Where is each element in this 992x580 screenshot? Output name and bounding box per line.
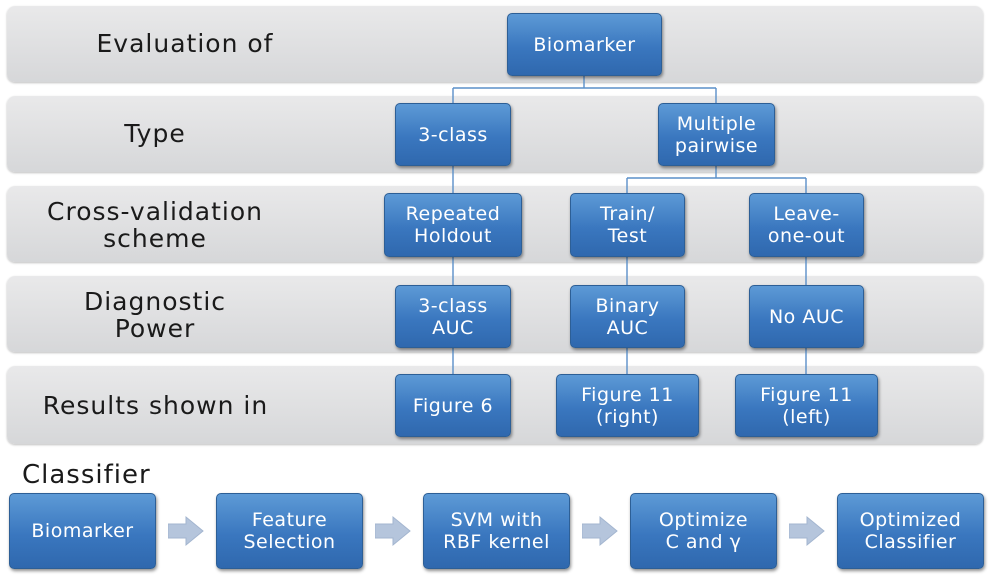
row-label-results-shown-in: Results shown in (42, 391, 269, 420)
node-binary-auc-line1: Binary (595, 294, 660, 317)
node-repeated-holdout: Repeated Holdout (384, 193, 522, 257)
node-multiple-pairwise-line2: pairwise (674, 134, 759, 157)
node-figure-11-right: Figure 11 (right) (556, 374, 699, 437)
node-multiple-pairwise: Multiple pairwise (658, 103, 775, 166)
pipeline-step-optimized-classifier-line2: Classifier (864, 531, 957, 553)
node-3-class-text: 3-class (418, 123, 488, 146)
pipeline-step-optimize-line2: C and γ (665, 531, 742, 553)
row-label-evaluation-of: Evaluation of (96, 29, 274, 58)
node-no-auc-text: No AUC (768, 305, 845, 328)
node-train-test-line2: Test (607, 225, 648, 247)
pipeline-step-feature-selection-line2: Selection (243, 531, 336, 553)
node-biomarker: Biomarker (507, 13, 662, 76)
node-binary-auc: Binary AUC (570, 285, 685, 348)
node-figure-6: Figure 6 (395, 374, 511, 437)
pipeline-step-biomarker: Biomarker (9, 493, 156, 569)
node-repeated-holdout-line1: Repeated (405, 203, 501, 225)
pipeline-step-optimize-line1: Optimize (658, 509, 749, 531)
arrow-right-icon (168, 515, 204, 547)
arrow-right-icon (582, 515, 618, 547)
classifier-title: Classifier (22, 460, 151, 490)
node-figure-11-left-line2: (left) (782, 405, 831, 428)
node-3-class-auc: 3-class AUC (395, 285, 511, 348)
row-label-cross-validation-line1: Cross-validation (47, 197, 263, 226)
node-3-class-auc-line2: AUC (432, 316, 474, 339)
node-repeated-holdout-line2: Holdout (414, 225, 492, 247)
node-figure-11-right-line1: Figure 11 (581, 383, 674, 406)
node-3-class: 3-class (395, 103, 511, 166)
arrow-right-icon (789, 515, 825, 547)
node-3-class-auc-line1: 3-class (418, 294, 488, 317)
node-train-test-line1: Train/ (600, 203, 655, 225)
node-multiple-pairwise-line1: Multiple (676, 112, 757, 135)
pipeline-step-feature-selection-line1: Feature (251, 509, 328, 531)
node-no-auc: No AUC (749, 285, 864, 348)
pipeline-step-svm: SVM with RBF kernel (423, 493, 570, 569)
pipeline-step-svm-line2: RBF kernel (443, 531, 550, 553)
pipeline-step-optimized-classifier: Optimized Classifier (837, 493, 984, 569)
row-band-evaluation (7, 6, 983, 82)
node-binary-auc-line2: AUC (606, 316, 649, 339)
node-figure-11-left: Figure 11 (left) (735, 374, 878, 437)
node-biomarker-text: Biomarker (533, 33, 636, 56)
pipeline-step-biomarker-text: Biomarker (31, 520, 134, 542)
pipeline-step-optimized-classifier-line1: Optimized (859, 509, 962, 531)
row-label-cross-validation-line2: scheme (103, 224, 207, 253)
pipeline-step-optimize: Optimize C and γ (630, 493, 777, 569)
node-leave-one-out-line1: Leave- (773, 203, 840, 225)
row-label-diagnostic-power-line1: Diagnostic (83, 287, 227, 316)
node-train-test: Train/ Test (570, 193, 685, 257)
node-leave-one-out: Leave- one-out (749, 193, 864, 257)
row-label-diagnostic-power-line2: Power (114, 314, 196, 343)
row-label-cross-validation: Cross-validation scheme (20, 198, 290, 252)
node-figure-11-left-line1: Figure 11 (760, 383, 853, 406)
node-figure-6-text: Figure 6 (412, 394, 494, 417)
node-figure-11-right-line2: (right) (596, 405, 659, 428)
pipeline-step-feature-selection: Feature Selection (216, 493, 363, 569)
row-label-type: Type (124, 119, 186, 148)
node-leave-one-out-line2: one-out (767, 225, 846, 247)
pipeline-step-svm-line1: SVM with (450, 509, 543, 531)
arrow-right-icon (375, 515, 411, 547)
row-label-diagnostic-power: Diagnostic Power (40, 288, 270, 342)
